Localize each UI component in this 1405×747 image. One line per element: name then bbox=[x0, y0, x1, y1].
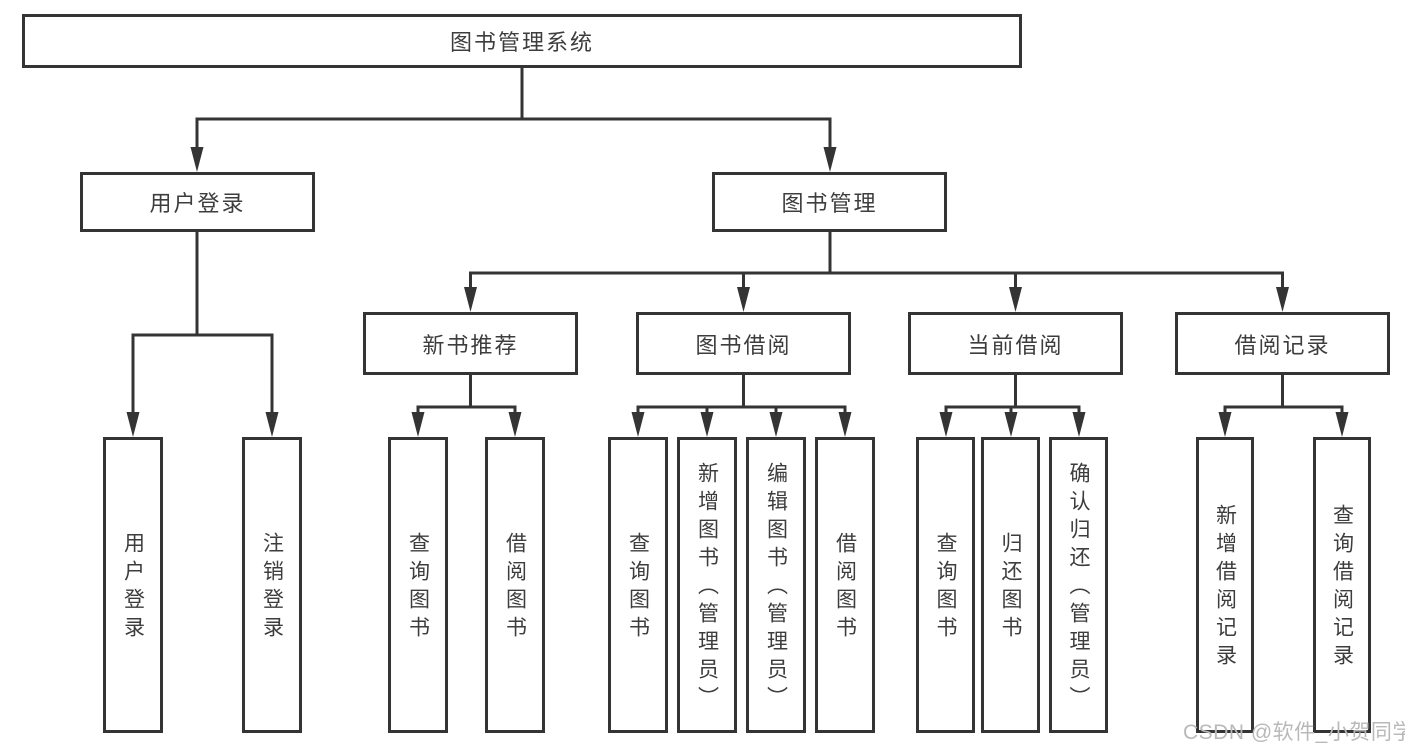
connector-root-to-row2 bbox=[195, 68, 832, 152]
connector-userlogin-to-leaves bbox=[131, 232, 274, 417]
arrowheads bbox=[126, 147, 1349, 437]
arrowhead bbox=[769, 412, 783, 437]
arrowhead bbox=[265, 412, 279, 437]
arrowhead bbox=[838, 412, 852, 437]
arrowhead bbox=[631, 412, 645, 437]
arrowhead bbox=[700, 412, 714, 437]
connector-newbook-to-leaves bbox=[416, 375, 517, 417]
leaf-logout: 注销登录 bbox=[242, 437, 302, 733]
arrowhead bbox=[1218, 412, 1232, 437]
leaf-borrowing-edit-books-admin: 编辑图书（管理员） bbox=[746, 437, 806, 733]
csdn-watermark: CSDN @软件_小贺同学 bbox=[1183, 721, 1405, 744]
connector-current-to-leaves bbox=[944, 375, 1081, 417]
leaf-borrowing-query-books: 查询图书 bbox=[608, 437, 668, 733]
arrowhead bbox=[1335, 412, 1349, 437]
arrowhead bbox=[411, 412, 425, 437]
connector-records-to-leaves bbox=[1223, 375, 1344, 417]
leaf-newbook-borrow-books: 借阅图书 bbox=[485, 437, 545, 733]
node-current-borrowing: 当前借阅 bbox=[908, 312, 1123, 375]
leaf-newbook-query-books: 查询图书 bbox=[388, 437, 448, 733]
leaf-current-query-books: 查询图书 bbox=[916, 437, 975, 733]
arrowhead bbox=[939, 412, 953, 437]
connector-bookmgmt-to-row3 bbox=[469, 232, 1284, 292]
arrowhead bbox=[1004, 412, 1018, 437]
leaf-records-query-record: 查询借阅记录 bbox=[1313, 437, 1371, 733]
node-book-borrowing: 图书借阅 bbox=[636, 312, 851, 375]
arrowhead bbox=[737, 287, 750, 312]
connector-borrow-to-leaves bbox=[636, 375, 847, 417]
arrowhead bbox=[1276, 287, 1289, 312]
node-book-management-group: 图书管理 bbox=[712, 172, 947, 232]
arrowhead bbox=[1072, 412, 1086, 437]
node-library-management-system: 图书管理系统 bbox=[22, 14, 1022, 68]
arrowhead bbox=[464, 287, 477, 312]
arrowhead bbox=[823, 147, 837, 172]
arrowhead bbox=[190, 147, 204, 172]
arrowhead bbox=[1009, 287, 1022, 312]
node-borrowing-records: 借阅记录 bbox=[1175, 312, 1390, 375]
leaf-borrowing-add-books-admin: 新增图书（管理员） bbox=[677, 437, 737, 733]
leaf-records-add-record: 新增借阅记录 bbox=[1196, 437, 1254, 733]
node-user-login-group: 用户登录 bbox=[80, 172, 315, 232]
arrowhead bbox=[126, 412, 140, 437]
node-new-book-recommendation: 新书推荐 bbox=[363, 312, 578, 375]
leaf-current-return-books: 归还图书 bbox=[981, 437, 1040, 733]
leaf-borrowing-borrow-books: 借阅图书 bbox=[815, 437, 875, 733]
arrowhead bbox=[508, 412, 522, 437]
leaf-user-login: 用户登录 bbox=[103, 437, 163, 733]
leaf-current-confirm-return-admin: 确认归还（管理员） bbox=[1049, 437, 1108, 733]
